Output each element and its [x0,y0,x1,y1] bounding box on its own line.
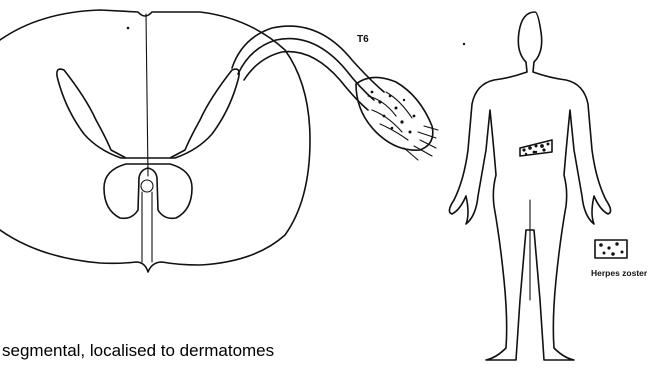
legend-label: Herpes zoster [591,268,648,278]
human-body-outline-icon [449,12,610,360]
herpes-rash-band-icon [520,140,552,156]
spinal-cord-cross-section-icon [0,10,310,272]
rash-legend-swatch-icon [595,240,627,258]
spinal-nerve-icon [232,26,438,160]
segment-label: T6 [357,34,369,45]
caption-text: segmental, localised to dermatomes [2,341,274,361]
